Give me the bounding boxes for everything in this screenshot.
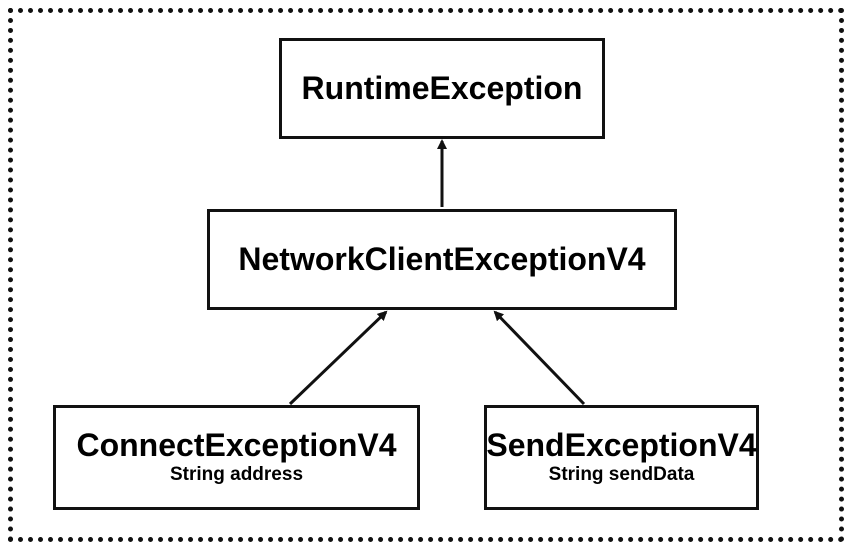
node-field: String address <box>169 463 304 485</box>
node-connect-exception: ConnectExceptionV4 String address <box>53 405 420 510</box>
node-title: NetworkClientExceptionV4 <box>238 240 646 277</box>
node-title: RuntimeException <box>301 69 583 106</box>
diagram-frame <box>8 8 844 542</box>
node-field: String sendData <box>548 463 695 485</box>
node-runtime-exception: RuntimeException <box>279 38 605 139</box>
node-send-exception: SendExceptionV4 String sendData <box>484 405 759 510</box>
node-network-client-exception: NetworkClientExceptionV4 <box>207 209 677 310</box>
node-title: SendExceptionV4 <box>486 426 757 463</box>
node-title: ConnectExceptionV4 <box>76 426 397 463</box>
